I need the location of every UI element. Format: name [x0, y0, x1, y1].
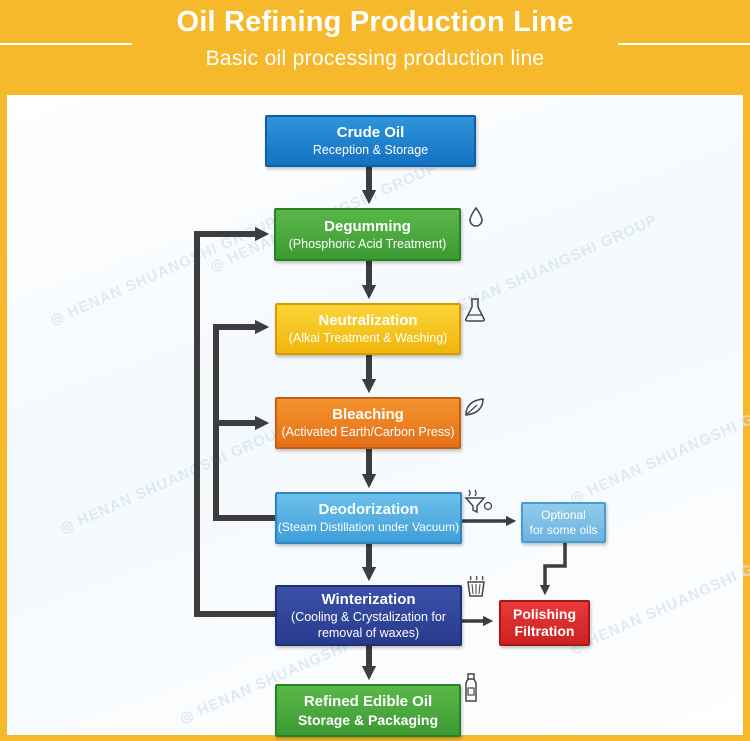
step-deodorization: Deodorization (Steam Distillation under … [275, 492, 462, 544]
frame-bottom-border [0, 735, 750, 741]
step-subtitle: (Activated Earth/Carbon Press) [281, 425, 455, 439]
step-subtitle: (Steam Distillation under Vacuum) [277, 520, 460, 534]
step-subtitle: (Phosphoric Acid Treatment) [288, 236, 447, 251]
optional-line2: for some oils [529, 522, 598, 537]
header-banner: Oil Refining Production Line Basic oil p… [0, 0, 750, 95]
step-title: Degumming [324, 217, 411, 235]
step-bleaching: Bleaching (Activated Earth/Carbon Press) [275, 397, 461, 449]
frame-right-border [743, 0, 750, 741]
step-subtitle: Storage & Packaging [297, 711, 439, 728]
step-subtitle-line2: removal of waxes) [317, 625, 420, 640]
step-title: Winterization [321, 590, 416, 608]
step-degumming: Degumming (Phosphoric Acid Treatment) [274, 208, 461, 261]
step-winterization: Winterization (Cooling & Crystalization … [275, 585, 462, 646]
polishing-line2: Filtration [514, 623, 575, 639]
step-subtitle: Reception & Storage [312, 143, 429, 157]
polishing-line1: Polishing [513, 606, 576, 622]
step-title: Crude Oil [336, 124, 405, 141]
step-crude-oil: Crude Oil Reception & Storage [265, 115, 476, 167]
arrow-optional-to-polishing [539, 543, 567, 596]
water-drop-icon [469, 206, 483, 227]
step-refined-edible-oil: Refined Edible Oil Storage & Packaging [275, 684, 461, 737]
basket-icon [467, 575, 485, 597]
header-right-rule [618, 43, 750, 45]
frame-left-border [0, 0, 7, 741]
side-optional-note: Optional for some oils [521, 502, 606, 543]
step-subtitle-line1: (Cooling & Crystalization for [291, 609, 446, 624]
leaf-icon [465, 398, 484, 416]
flask-icon [465, 298, 485, 322]
page-subtitle: Basic oil processing production line [205, 47, 545, 70]
side-polishing-filtration: Polishing Filtration [499, 600, 590, 646]
step-neutralization: Neutralization (Alkai Treatment & Washin… [275, 303, 461, 355]
bottle-icon [465, 673, 477, 702]
step-title: Refined Edible Oil [303, 692, 433, 710]
optional-line1: Optional [541, 507, 586, 522]
step-title: Deodorization [318, 501, 419, 518]
header-left-rule [0, 43, 132, 45]
step-subtitle: (Alkai Treatment & Washing) [288, 331, 448, 345]
page-title: Oil Refining Production Line [176, 6, 574, 38]
loop-winterization-to-degumming [194, 226, 275, 617]
step-title: Neutralization [318, 312, 418, 329]
step-title: Bleaching [332, 406, 404, 423]
steam-filter-icon [464, 489, 493, 514]
